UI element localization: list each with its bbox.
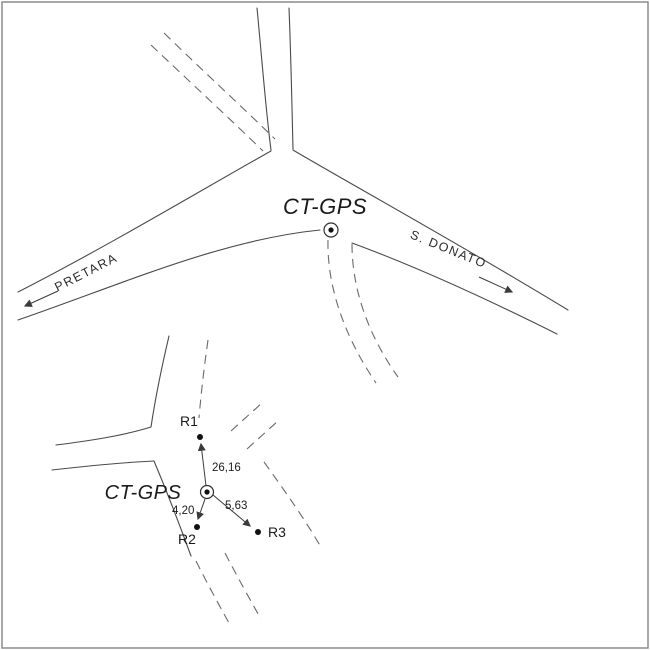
detail-view: CT-GPS R1 R2 R3 26,16 4,20 5,63 [51,335,323,624]
detail-dashed-edge-south-2 [224,552,262,620]
station-marker-ring-overview [323,222,339,238]
road-label-pretara: PRETARA [52,251,120,295]
vector-to-r2 [196,498,206,521]
ref-label-r2: R2 [178,531,196,547]
northwest-dashed-road-edge-1 [150,44,264,152]
sdonato-direction-arrow-icon [478,276,514,293]
ref-label-r3: R3 [268,524,286,540]
station-marker-dot-detail [204,489,210,495]
sdonato-road-top-edge [292,149,569,311]
north-road-left-edge [256,7,272,151]
south-dashed-road-edge-1 [327,239,377,384]
pretara-road-top-edge [17,150,272,293]
ref-point-r1 [197,434,203,440]
station-marker-dot-overview [328,227,334,233]
ref-label-r1: R1 [180,413,198,429]
detail-dashed-edge-northeast-1 [230,402,263,432]
overview-map: PRETARA S. DONATO CT-GPS [17,7,569,384]
vector-to-r3 [212,494,251,527]
detail-dashed-edge-south-1 [195,560,230,624]
vector-to-r1 [197,442,207,487]
northwest-dashed-road-edge-2 [163,32,276,140]
distance-label-r2: 4,20 [172,505,194,517]
road-label-s-donato: S. DONATO [408,228,488,271]
pretara-direction-arrow-icon [23,290,59,307]
pretara-road-bottom-edge [17,229,321,321]
distance-label-r1: 26,16 [212,462,241,474]
north-road-right-edge [288,7,294,150]
station-label-detail: CT-GPS [105,482,182,504]
detail-dashed-edge-east [263,461,323,550]
detail-dashed-edge-northeast-2 [246,420,279,450]
sdonato-road-bottom-edge [351,242,558,335]
ref-point-r2 [194,524,200,530]
detail-dashed-edge-north [198,339,209,419]
south-dashed-road-edge-2 [351,243,399,378]
distance-label-r3: 5,63 [225,500,247,512]
detail-road-outer-edge [55,335,170,446]
station-label-overview: CT-GPS [283,194,367,219]
ref-point-r3 [255,529,261,535]
station-marker-ring-detail [199,484,215,500]
detail-road-inner-edge [51,460,192,557]
